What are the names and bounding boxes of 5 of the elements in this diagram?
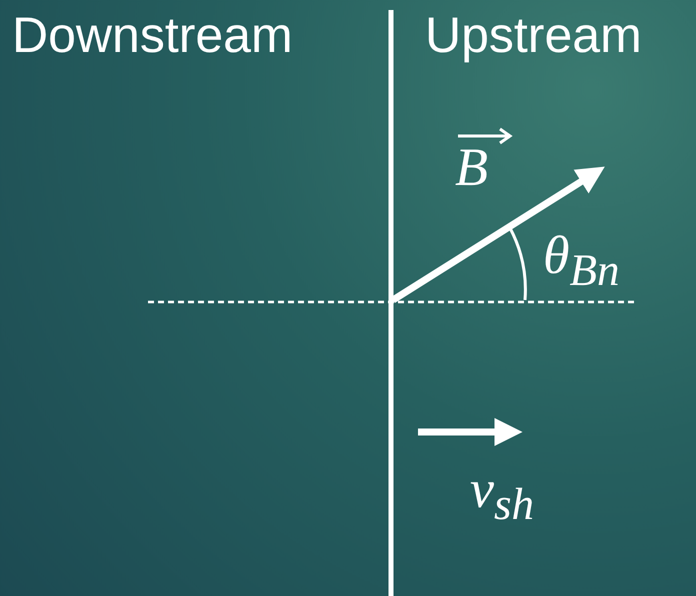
velocity-label: v$_{sh}$ bbox=[470, 462, 534, 527]
angle-label: θ$_{Bn}$ bbox=[543, 228, 620, 293]
region-label: Upstream bbox=[425, 10, 642, 60]
region-label: Downstream bbox=[12, 10, 293, 60]
vector-label: B⃗ bbox=[455, 140, 530, 194]
